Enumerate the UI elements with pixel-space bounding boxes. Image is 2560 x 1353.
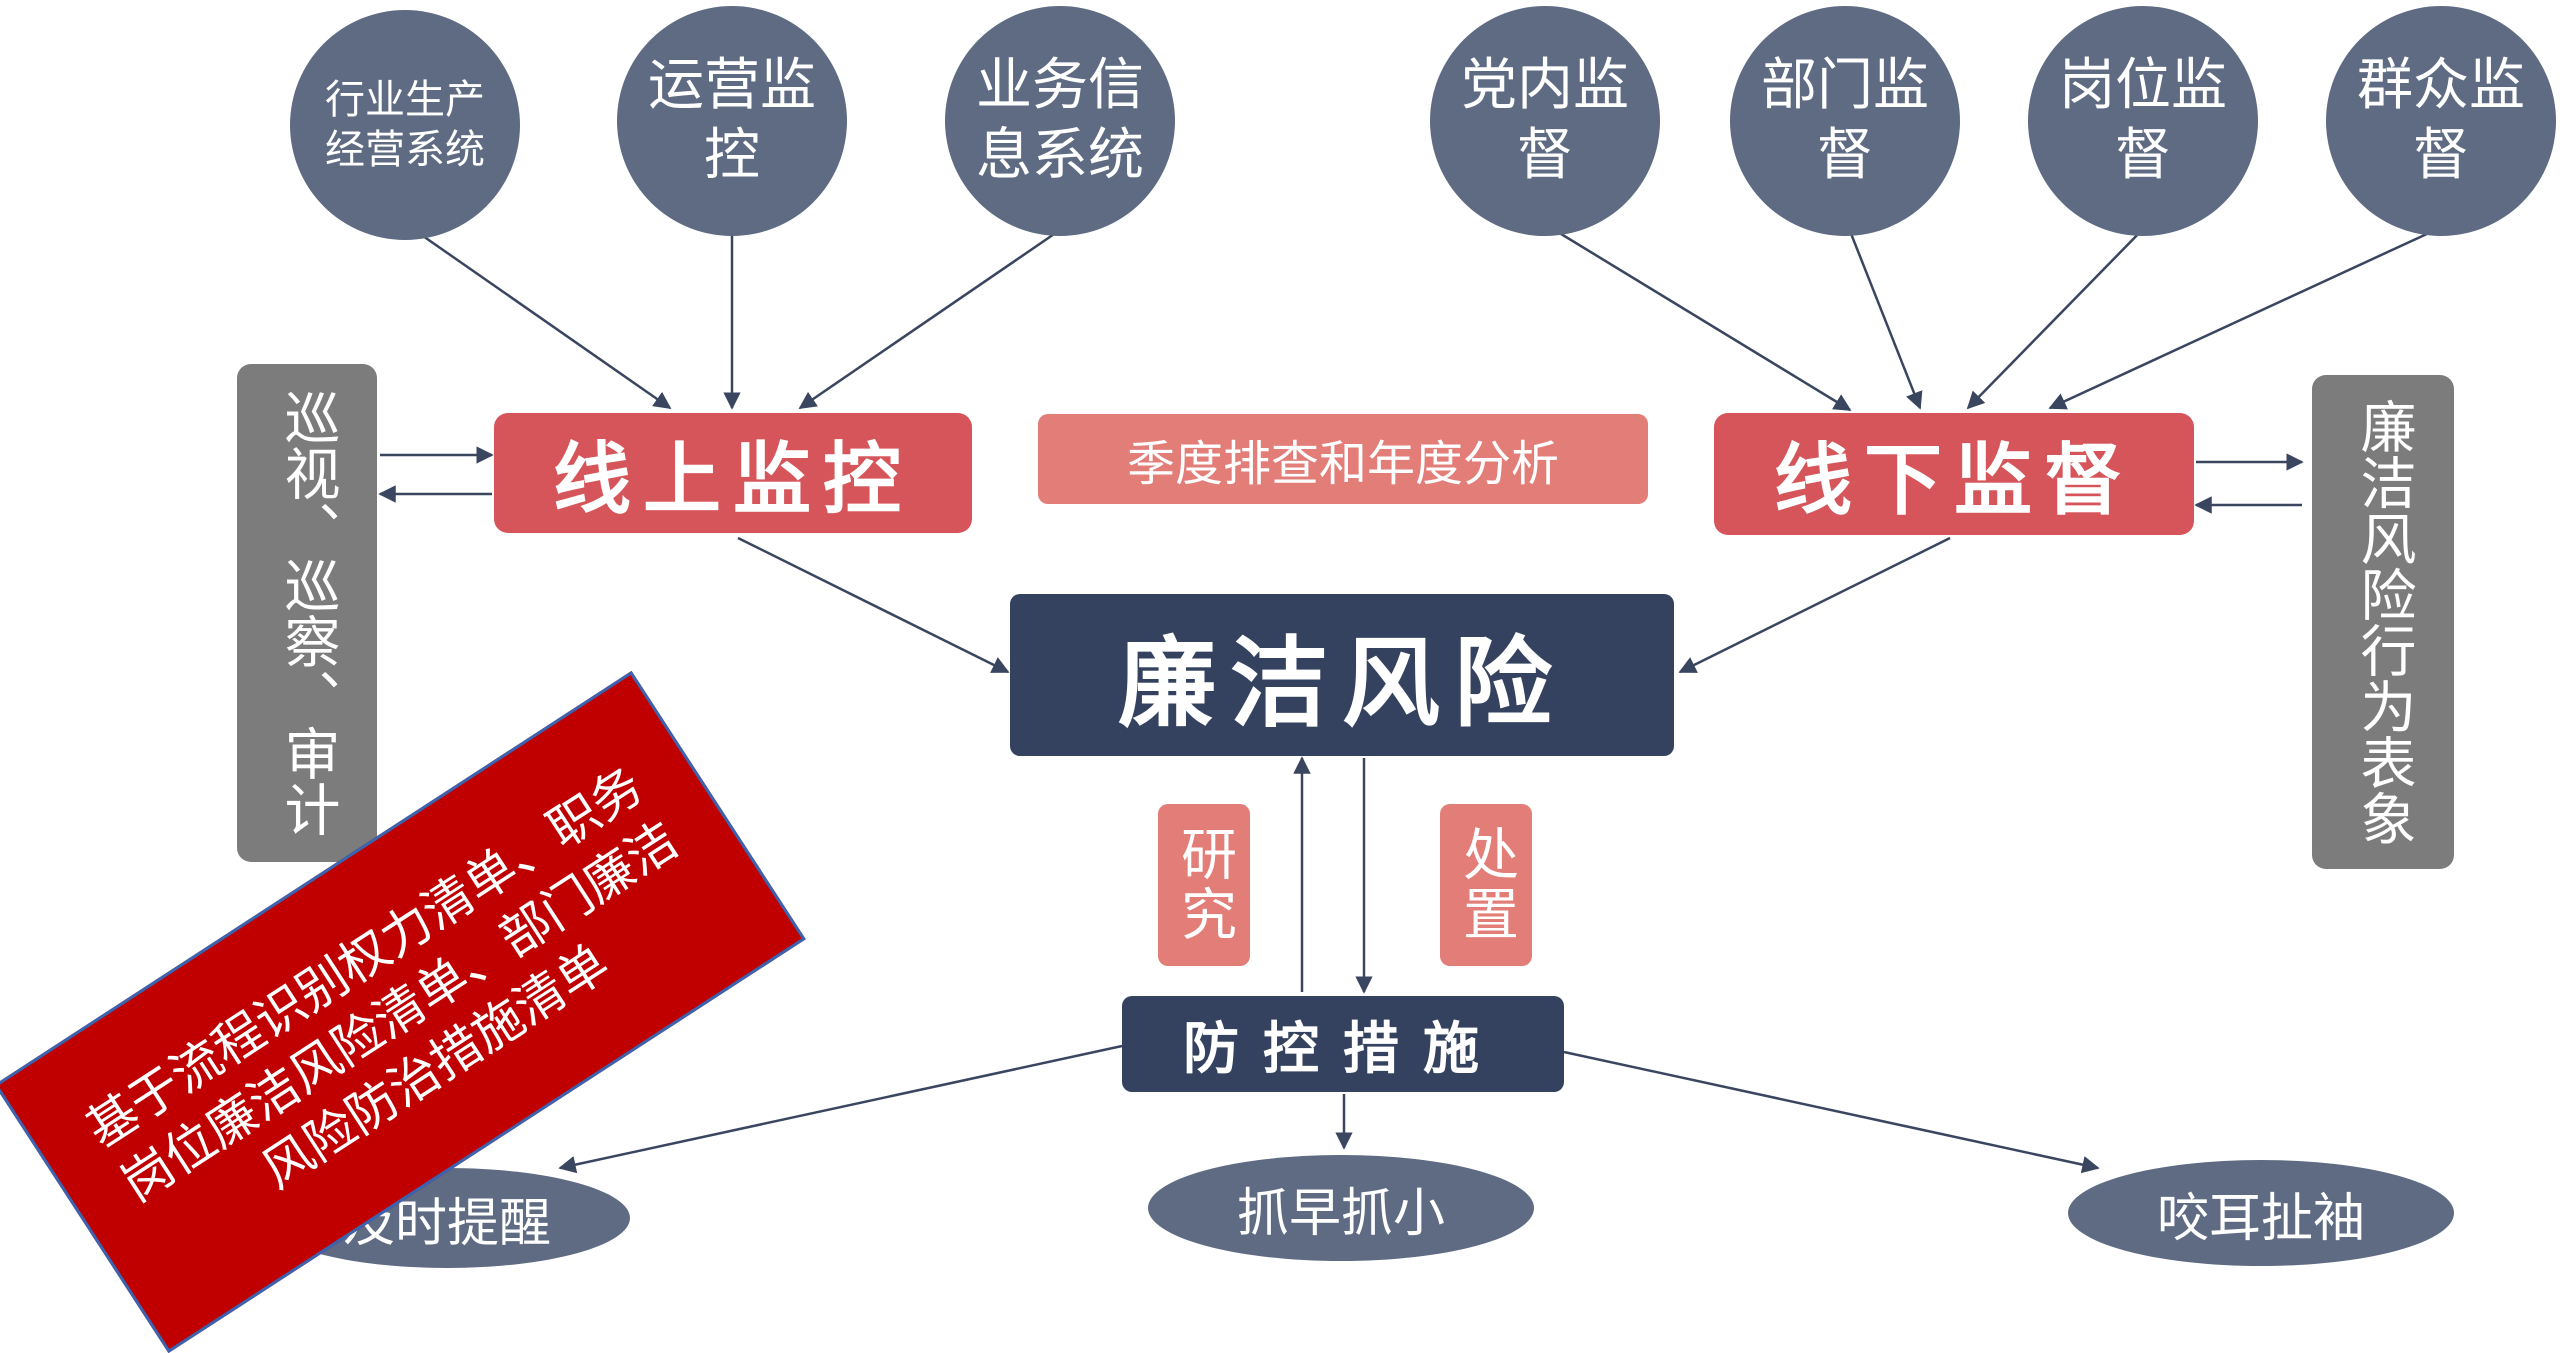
- side-box-inspection-audit: 巡视、巡察、审计: [237, 364, 377, 862]
- handle-label: 处置: [1440, 804, 1532, 966]
- circle-post-supervision: 岗位监督: [2028, 6, 2258, 236]
- online-monitoring-box: 线上监控: [494, 413, 972, 533]
- circle-department-supervision: 部门监督: [1730, 6, 1960, 236]
- outcome-early-small: 抓早抓小: [1148, 1155, 1534, 1261]
- prevention-measures-box: 防控措施: [1122, 996, 1564, 1092]
- circle-public-supervision: 群众监督: [2326, 6, 2556, 236]
- integrity-risk-box: 廉洁风险: [1010, 594, 1674, 756]
- side-box-behavior-signs: 廉洁风险行为表象: [2312, 375, 2454, 869]
- analysis-box: 季度排查和年度分析: [1038, 414, 1648, 504]
- circle-industry-production-system: 行业生产经营系统: [290, 10, 520, 240]
- circle-business-info-system: 业务信息系统: [945, 6, 1175, 236]
- circle-operation-monitoring: 运营监控: [617, 6, 847, 236]
- offline-supervision-box: 线下监督: [1714, 413, 2194, 535]
- outcome-gentle-warning: 咬耳扯袖: [2068, 1160, 2454, 1266]
- circle-party-supervision: 党内监督: [1430, 6, 1660, 236]
- research-label: 研究: [1158, 804, 1250, 966]
